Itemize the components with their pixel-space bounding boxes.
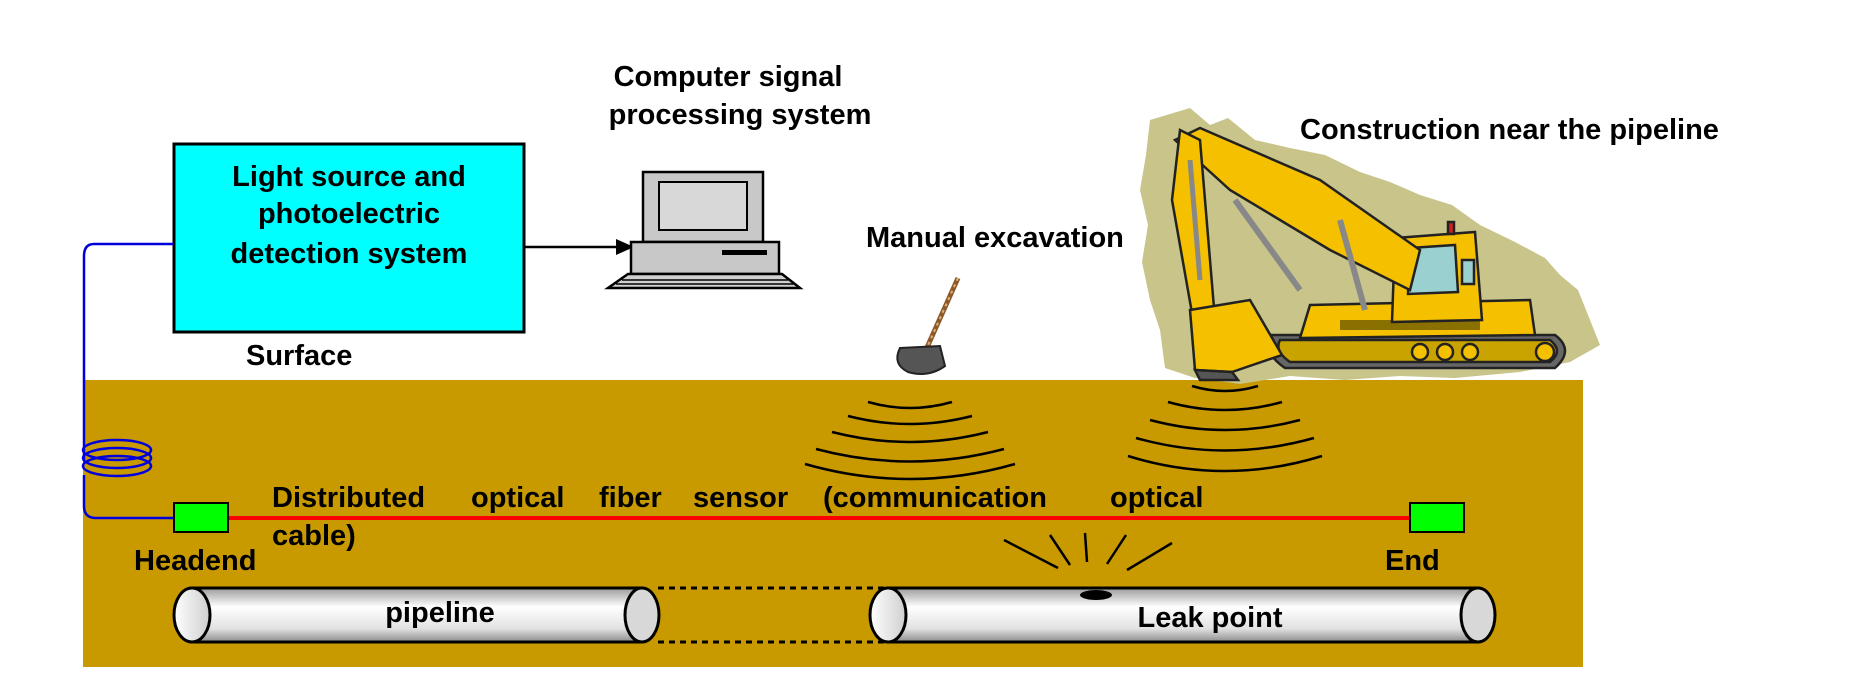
signal-arrow [524, 239, 634, 255]
vibration-waves-left [804, 400, 1016, 481]
shovel-icon [896, 276, 961, 375]
pipeline-label: pipeline [385, 597, 495, 629]
computer-label-1: Computer signal [614, 61, 843, 93]
sensor-word-5: (communication [823, 482, 1047, 514]
vibration-waves-right [1127, 384, 1323, 473]
headend-node [173, 502, 229, 533]
excavator-icon [1170, 126, 1567, 382]
headend-label: Headend [134, 545, 256, 577]
surface-label: Surface [246, 340, 352, 372]
sensor-label: Distributed optical fiber sensor (commun… [272, 482, 1203, 552]
sensor-word-6: optical [1110, 482, 1203, 514]
sensor-word-4: sensor [693, 482, 788, 514]
construction-label: Construction near the pipeline [1300, 114, 1719, 146]
light-source-label-1: Light source and [232, 161, 466, 193]
manual-excavation-label: Manual excavation [866, 222, 1124, 254]
leak-rays [1003, 532, 1173, 572]
end-label: End [1385, 545, 1440, 577]
leak-point-label: Leak point [1137, 602, 1282, 634]
sensor-word-1: Distributed [272, 482, 425, 514]
sensor-word-3: fiber [599, 482, 662, 514]
pipeline-left [172, 586, 661, 644]
light-source-label-3: detection system [231, 238, 468, 270]
sensor-label-line2: cable) [272, 520, 356, 552]
computer-label-2: processing system [609, 99, 872, 131]
end-node [1409, 502, 1465, 533]
computer-icon [604, 170, 804, 290]
leak-hole [1080, 590, 1112, 600]
sensor-word-2: optical [471, 482, 564, 514]
fiber-lead [81, 242, 174, 520]
light-source-label-2: photoelectric [258, 198, 440, 230]
pipeline-right [868, 586, 1497, 644]
detection-system-box [172, 142, 526, 334]
